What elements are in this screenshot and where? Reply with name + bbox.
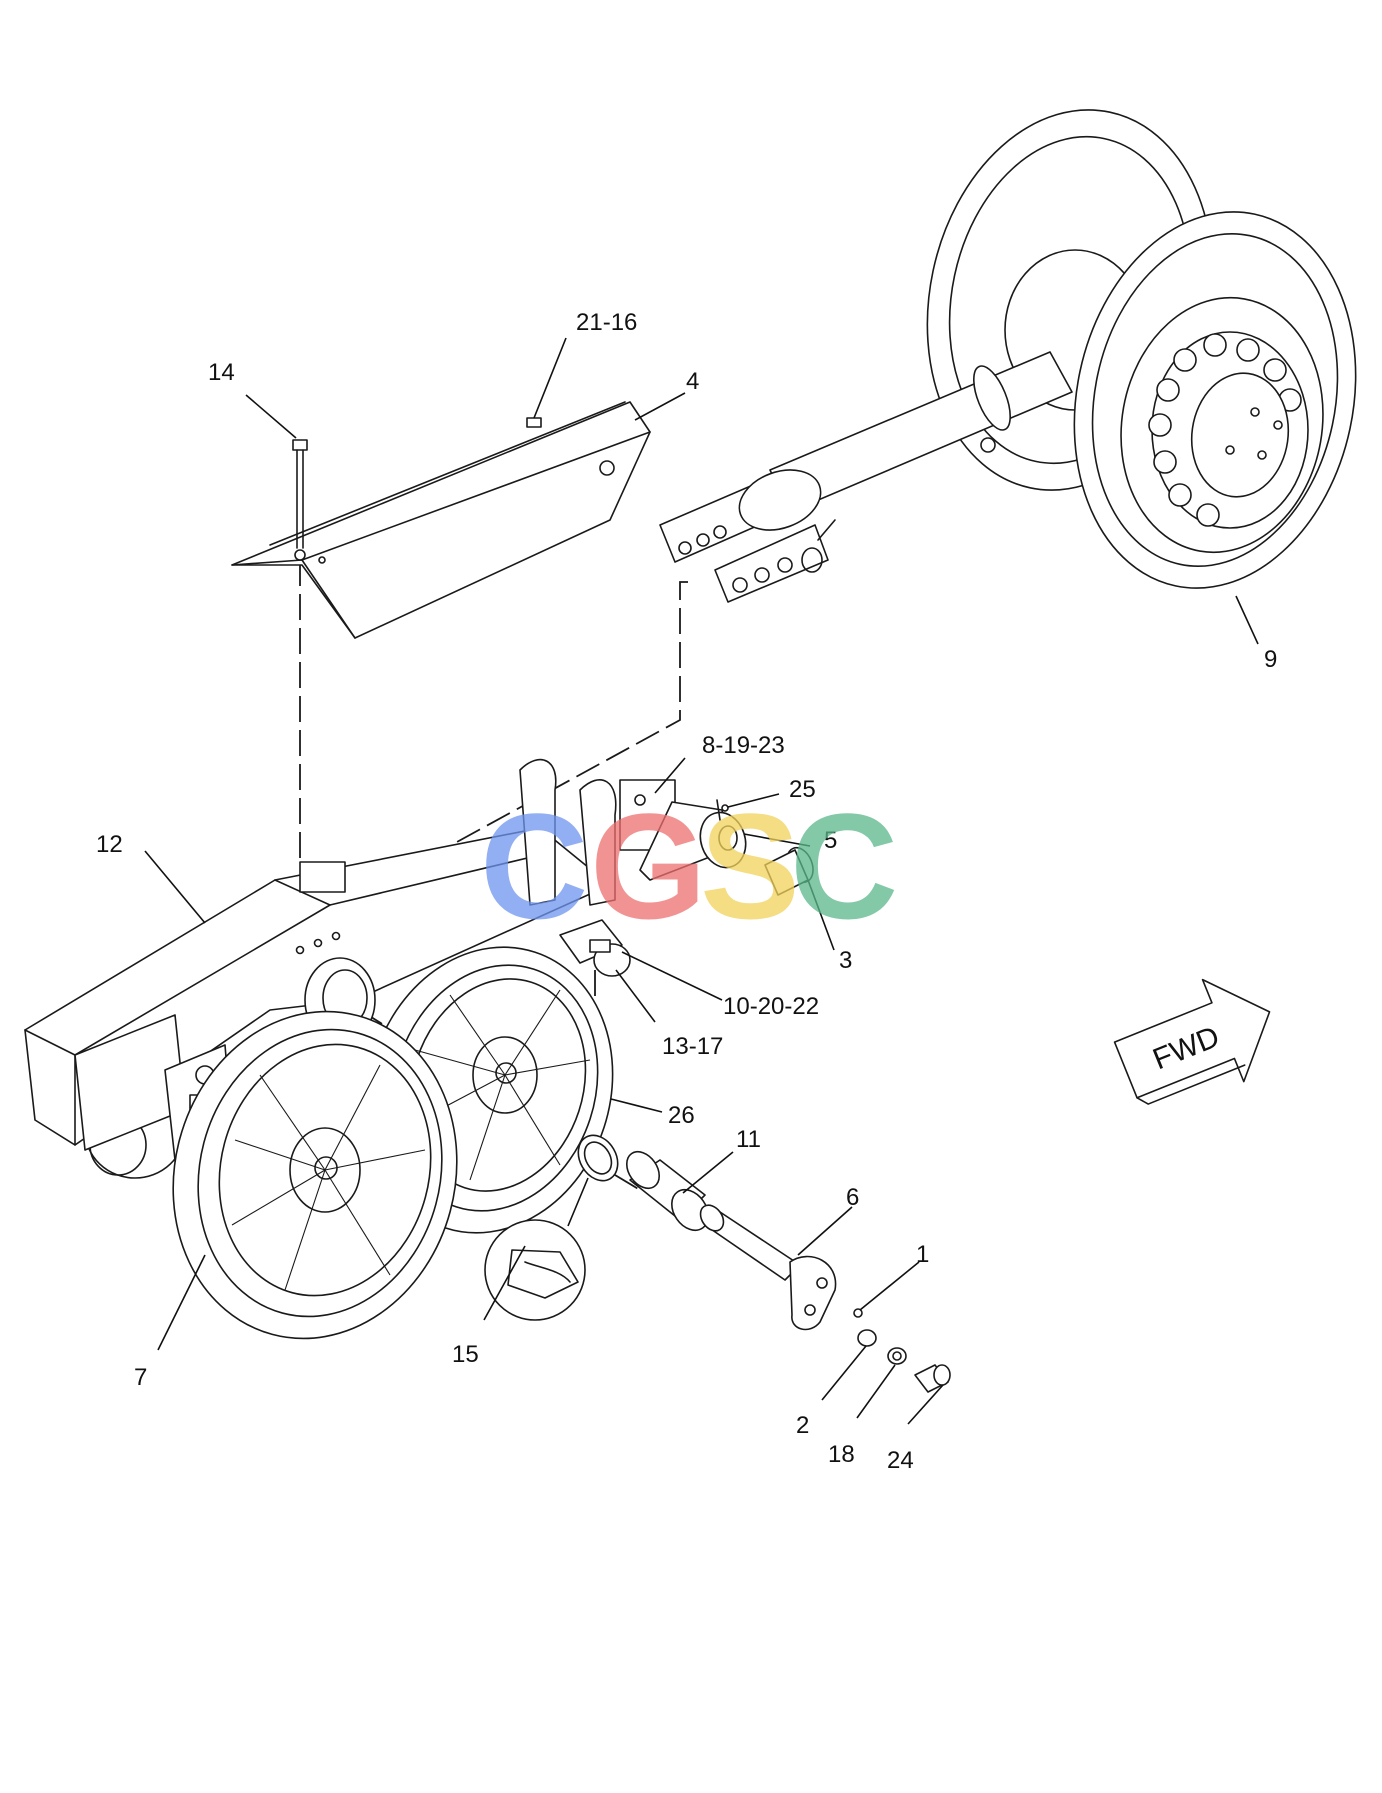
callout-25: 25 [789,776,816,803]
pin-clip [721,804,729,812]
idler-wheels [164,946,614,1340]
callout-4: 4 [686,368,699,395]
seal-detail-view [484,1219,586,1321]
callout-1: 1 [916,1241,929,1268]
watermark-letter-s: S [700,782,800,950]
callout-21-16: 21-16 [576,309,637,336]
pin-shaft [699,1204,837,1331]
callout-24: 24 [887,1447,914,1474]
callout-10-20-22: 10-20-22 [723,993,819,1020]
callout-11: 11 [736,1126,761,1153]
callout-5: 5 [824,827,837,854]
callout-15: 15 [452,1341,479,1368]
watermark-letter-c2: C [790,782,898,950]
bracket-bolts [678,525,793,593]
callout-12: 12 [96,831,123,858]
callout-3: 3 [839,947,852,974]
seal-ring [577,1134,619,1182]
cgsc-watermark-logo: C G S C [480,782,898,950]
front-wheel-spokes [231,1064,426,1291]
callout-9: 9 [1264,646,1277,673]
callout-6: 6 [846,1184,859,1211]
small-fasteners [853,1308,951,1393]
double-flange-roller [659,109,1357,603]
watermark-letter-c1: C [480,782,588,950]
rear-wheel-spokes [414,989,591,1181]
callout-14: 14 [208,359,235,386]
callout-13-17: 13-17 [662,1033,723,1060]
bushing [625,1150,709,1232]
track-guard [231,401,651,639]
callout-18: 18 [828,1441,855,1468]
guard-bolt [292,439,308,549]
callout-2: 2 [796,1412,809,1439]
hub-bolts [1148,333,1302,527]
callout-labels: 14 21-16 4 9 8-19-23 25 5 3 12 10-20-22 … [96,309,1277,1474]
callout-26: 26 [668,1102,695,1129]
forward-direction-arrow: FWD [1113,978,1271,1105]
callout-8-19-23: 8-19-23 [702,732,785,759]
leader-lines [144,337,1259,1425]
watermark-letter-g: G [590,782,707,950]
callout-7: 7 [134,1364,147,1391]
